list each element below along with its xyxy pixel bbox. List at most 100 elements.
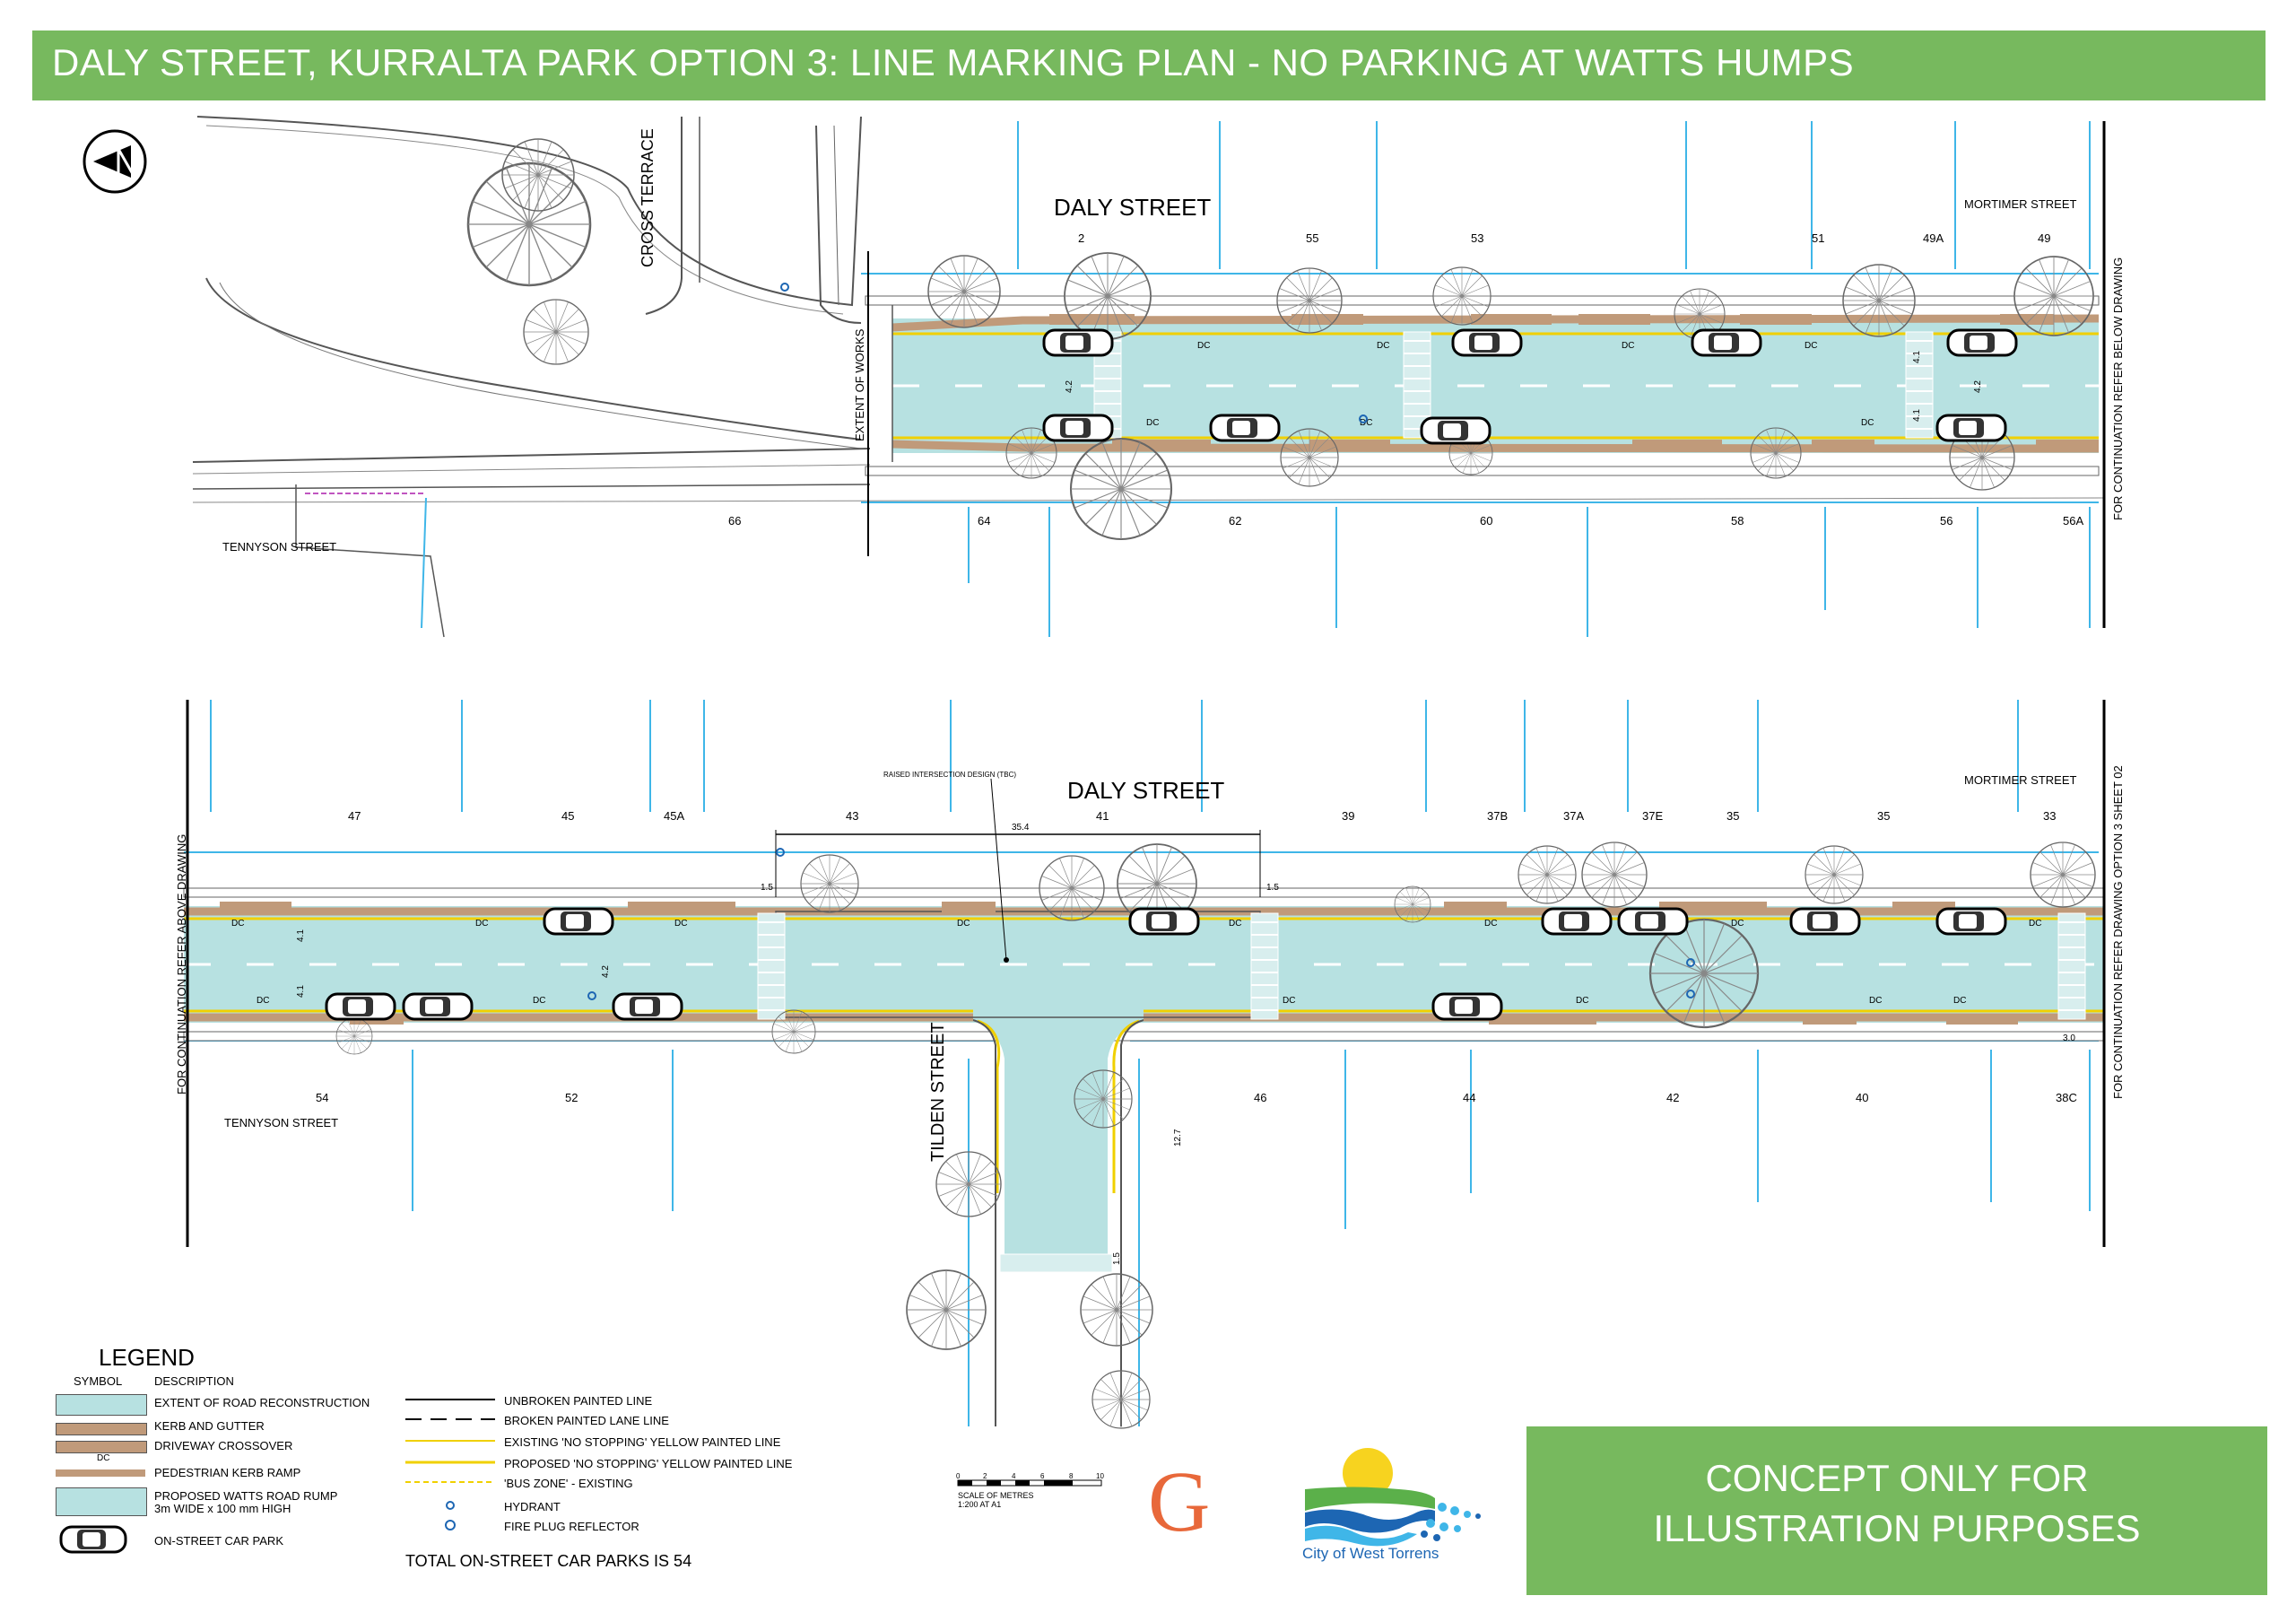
legend-item: FIRE PLUG REFLECTOR xyxy=(504,1520,639,1533)
continuation-label-top: FOR CONTINUATION REFER BELOW DRAWING xyxy=(2111,257,2125,520)
legend-item: 3m WIDE x 100 mm HIGH xyxy=(154,1502,291,1515)
legend-swatch-kerb xyxy=(56,1423,147,1435)
lot-number: 40 xyxy=(1856,1091,1868,1104)
dim-label: 12.7 xyxy=(1173,1129,1183,1147)
lot-number: 35 xyxy=(1726,809,1739,823)
dc-label: DC xyxy=(2029,919,2041,929)
lot-number: 64 xyxy=(978,514,990,528)
lot-number: 46 xyxy=(1254,1091,1266,1104)
street-label-tilden: TILDEN STREET xyxy=(928,1022,948,1162)
dc-label: DC xyxy=(1622,341,1634,351)
lot-number: 43 xyxy=(846,809,858,823)
dc-label: DC xyxy=(1229,919,1241,929)
legend-col-symbol: SYMBOL xyxy=(74,1374,123,1388)
dc-label: DC xyxy=(231,919,244,929)
scale-tick: 10 xyxy=(1096,1472,1104,1480)
lot-number: 49A xyxy=(1923,231,1944,245)
lot-number: 62 xyxy=(1229,514,1241,528)
legend-item: KERB AND GUTTER xyxy=(154,1419,265,1433)
street-label-mortimer-top: MORTIMER STREET xyxy=(1964,197,2076,211)
legend-line-symbols xyxy=(405,1399,495,1530)
legend-swatch-driveway xyxy=(56,1441,147,1453)
legend-item: BROKEN PAINTED LANE LINE xyxy=(504,1414,669,1427)
legend-swatch-kerb-ramp xyxy=(56,1469,145,1477)
legend: LEGEND SYMBOL DESCRIPTION EXTENT OF ROAD… xyxy=(54,1344,951,1595)
dc-label: DC xyxy=(475,919,488,929)
legend-item: DRIVEWAY CROSSOVER xyxy=(154,1439,293,1452)
dc-label: DC xyxy=(957,919,970,929)
concept-line-1: CONCEPT ONLY FOR xyxy=(1705,1457,2089,1499)
raised-intersection-label: RAISED INTERSECTION DESIGN (TBC) xyxy=(883,771,1016,779)
dc-label: DC xyxy=(1953,996,1966,1006)
legend-item: UNBROKEN PAINTED LINE xyxy=(504,1394,653,1408)
legend-item: PROPOSED 'NO STOPPING' YELLOW PAINTED LI… xyxy=(504,1457,793,1470)
legend-item: 'BUS ZONE' - EXISTING xyxy=(504,1477,633,1490)
continuation-label-right: FOR CONTINUATION REFER DRAWING OPTION 3 … xyxy=(2111,765,2125,1099)
lot-number: 55 xyxy=(1306,231,1318,245)
scale-tick: 6 xyxy=(1040,1472,1045,1480)
dc-label: DC xyxy=(1805,341,1817,351)
lot-number: 39 xyxy=(1342,809,1354,823)
lot-number: 37B xyxy=(1487,809,1508,823)
dim-label: 4.1 xyxy=(1912,351,1922,363)
dim-label: 4.1 xyxy=(296,985,306,998)
scale-label-line2: 1:200 AT A1 xyxy=(958,1500,1002,1509)
dc-label: DC xyxy=(1360,418,1372,428)
lot-number: 37E xyxy=(1642,809,1663,823)
dc-label: DC xyxy=(1861,418,1874,428)
legend-swatch-watts-hump xyxy=(56,1487,147,1516)
lot-number: 56 xyxy=(1940,514,1952,528)
legend-col-description: DESCRIPTION xyxy=(154,1374,234,1388)
dim-label: 4.1 xyxy=(296,929,306,942)
legend-item: EXISTING 'NO STOPPING' YELLOW PAINTED LI… xyxy=(504,1435,781,1449)
extent-of-works-label: EXTENT OF WORKS xyxy=(853,328,866,441)
street-label-cross-terrace: CROSS TERRACE xyxy=(639,128,657,267)
lot-number: 35 xyxy=(1877,809,1890,823)
dc-label: DC xyxy=(533,996,545,1006)
lot-number: 41 xyxy=(1096,809,1109,823)
dim-label: 35.4 xyxy=(1012,823,1030,833)
scale-tick: 0 xyxy=(956,1472,961,1480)
lot-number: 60 xyxy=(1480,514,1492,528)
lot-number: 37A xyxy=(1563,809,1584,823)
street-label-daly-top: DALY STREET xyxy=(1054,194,1211,221)
lot-number: 51 xyxy=(1812,231,1824,245)
dc-label: DC xyxy=(1377,341,1389,351)
concept-notice: CONCEPT ONLY FOR ILLUSTRATION PURPOSES xyxy=(1526,1426,2267,1595)
scale-tick: 2 xyxy=(983,1472,987,1480)
scale-label: SCALE OF METRES 1:200 AT A1 xyxy=(958,1491,1034,1509)
dc-label: DC xyxy=(1576,996,1588,1006)
lot-number: 58 xyxy=(1731,514,1744,528)
page-title: DALY STREET, KURRALTA PARK OPTION 3: LIN… xyxy=(52,41,1855,83)
legend-item: PROPOSED WATTS ROAD RUMP xyxy=(154,1489,338,1503)
lot-number: 45A xyxy=(664,809,684,823)
street-label-daly-bottom: DALY STREET xyxy=(1067,777,1224,804)
legend-title: LEGEND xyxy=(99,1344,195,1371)
dim-label: 3.0 xyxy=(2063,1033,2075,1043)
legend-item: EXTENT OF ROAD RECONSTRUCTION xyxy=(154,1396,370,1409)
dim-label: 1.5 xyxy=(1266,883,1279,893)
lot-number: 56A xyxy=(2063,514,2083,528)
dc-label: DC xyxy=(1283,996,1295,1006)
legend-item: ON-STREET CAR PARK xyxy=(154,1534,283,1548)
dc-label: DC xyxy=(1731,919,1744,929)
lot-number: 49 xyxy=(2038,231,2050,245)
lot-number: 2 xyxy=(1078,231,1084,245)
lot-number: 33 xyxy=(2043,809,2056,823)
total-car-parks: TOTAL ON-STREET CAR PARKS IS 54 xyxy=(405,1552,692,1570)
dc-label: DC xyxy=(1869,996,1882,1006)
lot-number: 47 xyxy=(348,809,361,823)
scale-tick: 8 xyxy=(1069,1472,1074,1480)
g-logo: G xyxy=(1148,1453,1211,1549)
dim-label: 4.2 xyxy=(601,965,611,978)
dim-label: 4.2 xyxy=(1065,380,1074,393)
council-name: City of West Torrens xyxy=(1302,1545,1439,1562)
scale-label-line1: SCALE OF METRES xyxy=(958,1491,1034,1500)
street-label-tennyson-top: TENNYSON STREET xyxy=(222,540,336,554)
legend-item: PEDESTRIAN KERB RAMP xyxy=(154,1466,301,1479)
scale-tick: 4 xyxy=(1012,1472,1016,1480)
dc-label: DC xyxy=(1484,919,1497,929)
street-label-tennyson-bottom: TENNYSON STREET xyxy=(224,1116,338,1129)
dim-label: 1.5 xyxy=(1112,1252,1122,1265)
top-sheet: DALY STREET CROSS TERRACE MORTIMER STREE… xyxy=(192,116,2125,638)
